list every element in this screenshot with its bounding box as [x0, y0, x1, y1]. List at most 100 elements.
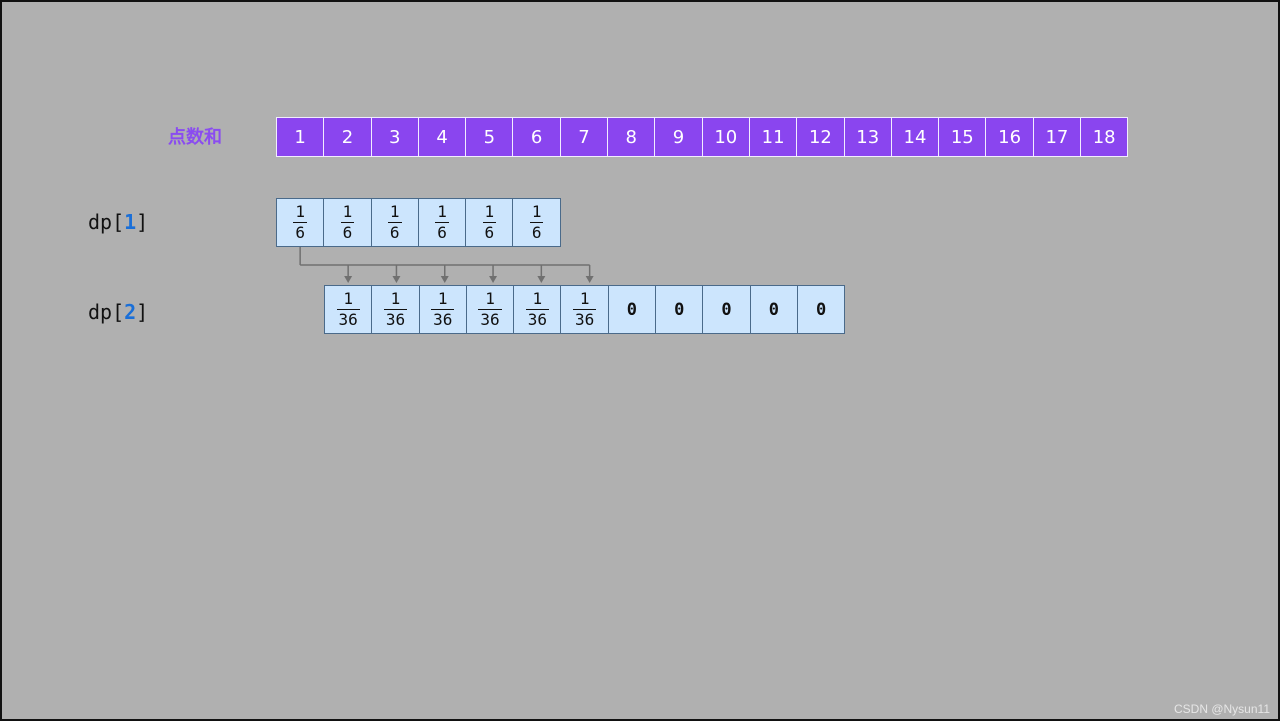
sum-cell: 1 — [276, 117, 325, 157]
dp2-cell: 0 — [796, 285, 846, 334]
numerator: 1 — [579, 288, 590, 308]
fraction-bar — [525, 308, 549, 311]
fraction-bar — [336, 308, 360, 311]
dp2-cell: 0 — [749, 285, 798, 334]
sum-cell: 15 — [938, 117, 987, 157]
fraction-bar — [478, 308, 502, 311]
arrow-head-icon — [440, 276, 449, 283]
dp2-cell: 0 — [655, 285, 704, 334]
numerator: 1 — [531, 201, 542, 221]
cell-value: 0 — [815, 299, 827, 320]
fraction-bar — [387, 221, 402, 224]
cell-value: 0 — [721, 299, 732, 320]
numerator: 1 — [389, 201, 400, 221]
denominator: 6 — [342, 223, 353, 243]
numerator: 1 — [295, 201, 305, 221]
denominator: 36 — [338, 310, 358, 330]
sum-cell: 8 — [607, 117, 656, 157]
numerator: 1 — [343, 288, 353, 308]
sum-cell: 4 — [417, 117, 467, 157]
denominator: 6 — [484, 223, 495, 243]
dp2-label-prefix: dp[ — [88, 300, 125, 324]
denominator: 36 — [575, 310, 595, 330]
cell-value: 0 — [674, 299, 685, 320]
denominator: 6 — [295, 223, 305, 243]
sum-cell: 7 — [559, 117, 609, 157]
fraction-bar — [435, 221, 449, 224]
fraction-bar — [383, 308, 408, 311]
numerator: 1 — [437, 201, 447, 221]
sum-cell: 16 — [985, 117, 1034, 157]
sum-cell: 17 — [1032, 117, 1082, 157]
denominator: 36 — [433, 310, 453, 330]
sum-cell: 6 — [512, 117, 561, 157]
cell-value: 0 — [626, 299, 638, 320]
dp1-label-prefix: dp[ — [88, 210, 125, 234]
dp2-cell: 0 — [702, 285, 751, 334]
dp2-cell: 0 — [607, 285, 657, 334]
arrow-head-icon — [537, 276, 546, 283]
numerator: 1 — [532, 288, 543, 308]
numerator: 1 — [390, 288, 401, 308]
sum-row-label: 点数和 — [168, 127, 222, 148]
fraction-bar — [573, 308, 597, 311]
dp2-label: dp[2] — [88, 300, 148, 324]
sum-cell: 14 — [890, 117, 940, 157]
arrow-head-icon — [392, 276, 401, 283]
arrow-head-icon — [489, 276, 498, 283]
sum-cell: 9 — [654, 117, 703, 157]
denominator: 36 — [480, 310, 500, 330]
watermark: CSDN @Nysun11 — [1174, 702, 1270, 716]
numerator: 1 — [437, 288, 448, 308]
sum-cell: 13 — [843, 117, 892, 157]
dp1-label-suffix: ] — [136, 210, 149, 234]
denominator: 36 — [385, 310, 406, 330]
denominator: 6 — [437, 223, 447, 243]
fraction-bar — [340, 221, 355, 224]
sum-cell: 11 — [748, 117, 798, 157]
fraction-bar — [293, 221, 307, 224]
dp1-label-index: 1 — [124, 210, 137, 234]
fraction-bar — [482, 221, 497, 224]
sum-cell: 10 — [701, 117, 750, 157]
arrow-head-icon — [344, 276, 353, 283]
dp2-label-suffix: ] — [136, 300, 149, 324]
denominator: 6 — [531, 223, 542, 243]
arrow-head-icon — [585, 276, 594, 283]
dp2-label-index: 2 — [124, 300, 137, 324]
sum-cell: 18 — [1080, 117, 1129, 157]
numerator: 1 — [485, 288, 495, 308]
denominator: 36 — [527, 310, 547, 330]
cell-value: 0 — [768, 299, 779, 320]
fraction-bar — [529, 221, 544, 224]
numerator: 1 — [342, 201, 353, 221]
numerator: 1 — [484, 201, 495, 221]
fraction-bar — [431, 308, 455, 311]
